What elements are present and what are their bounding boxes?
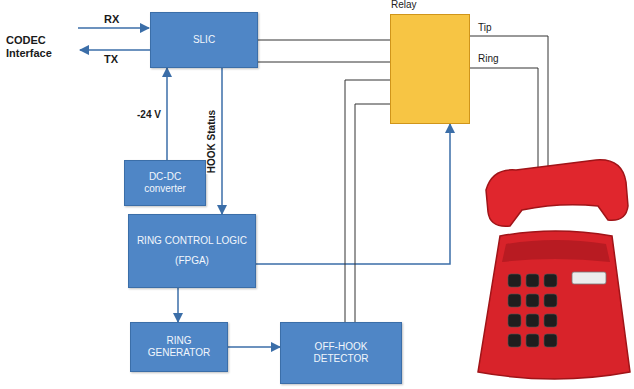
box-label: (FPGA) (175, 255, 209, 267)
keypad-key (526, 334, 539, 347)
tx-wire (80, 49, 150, 51)
process-box: DC-DC converter (124, 160, 206, 206)
signal-name: TX (104, 53, 118, 66)
wire-connector (345, 80, 390, 322)
tip-wire (470, 36, 548, 172)
wire-connector (258, 40, 390, 41)
relay-heading: Relay (391, 0, 417, 11)
keypad-key (508, 294, 521, 307)
phone-top-face (502, 240, 610, 262)
edge-label: HOOK Status (206, 108, 217, 173)
process-box: OFF-HOOK DETECTOR (280, 322, 402, 384)
process-box: SLIC (150, 12, 258, 68)
telephone-illustration (478, 160, 630, 379)
keypad-key (526, 314, 539, 327)
box-label: RING GENERATOR (137, 335, 221, 359)
phone-keypad (508, 274, 557, 347)
keypad-key (508, 334, 521, 347)
ring-wire (470, 68, 538, 176)
keypad-key (544, 334, 557, 347)
wire-connector (355, 104, 390, 322)
box-label: RING CONTROL LOGIC (137, 235, 247, 247)
relay-box: Relay (390, 14, 470, 124)
wire-name: Tip (478, 22, 492, 34)
interface-label: CODEC Interface (6, 34, 68, 59)
box-label: SLIC (193, 34, 215, 46)
phone-handset (486, 160, 628, 226)
keypad-key (526, 274, 539, 287)
signal-arrow (256, 124, 450, 264)
phone-display (572, 272, 606, 284)
edge-label: -24 V (136, 109, 162, 120)
wire-connector (258, 62, 390, 63)
signal-arrow (177, 288, 179, 322)
signal-arrow (228, 346, 280, 348)
signal-arrow (221, 68, 223, 214)
box-label: OFF-HOOK DETECTOR (287, 341, 395, 365)
keypad-key (544, 294, 557, 307)
process-box: RING GENERATOR (130, 322, 228, 372)
phone-base (478, 231, 630, 379)
rx-wire (78, 27, 149, 29)
signal-arrow (166, 68, 168, 160)
process-box: RING CONTROL LOGIC (FPGA) (128, 214, 256, 288)
wire-name: Ring (478, 53, 499, 65)
keypad-key (508, 314, 521, 327)
signal-name: RX (104, 13, 119, 26)
keypad-key (508, 274, 521, 287)
keypad-key (544, 274, 557, 287)
box-label: DC-DC converter (131, 171, 199, 195)
keypad-key (544, 314, 557, 327)
keypad-key (526, 294, 539, 307)
